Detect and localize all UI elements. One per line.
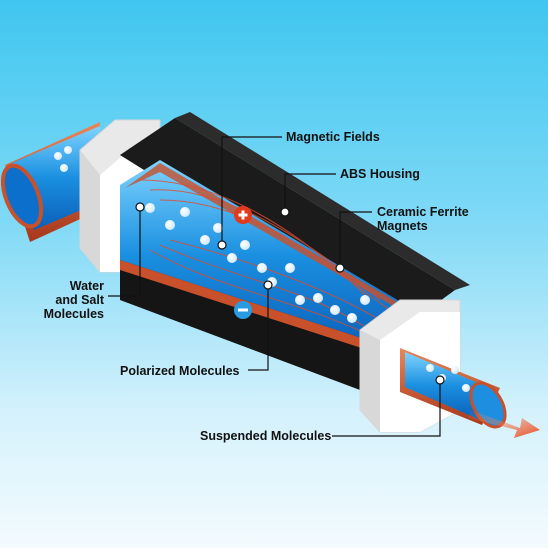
positive-pole-icon (234, 206, 252, 224)
negative-pole-icon (234, 301, 252, 319)
molecule-icon (165, 220, 175, 230)
label-polarized-molecules: Polarized Molecules (120, 364, 240, 378)
molecule-icon (213, 223, 223, 233)
label-water-and-salt-molecules: Water and Salt Molecules (43, 279, 104, 321)
leader-dots (135, 202, 445, 385)
molecule-icon (462, 384, 470, 392)
molecule-icon (360, 295, 370, 305)
inlet-pipe (0, 122, 100, 242)
molecule-icon (64, 146, 72, 154)
molecule-icon (347, 313, 357, 323)
label-ceramic-ferrite-magnets: Ceramic Ferrite Magnets (377, 205, 469, 233)
flow-arrow-icon (468, 410, 540, 438)
molecule-icon (60, 164, 68, 172)
molecule-icon (145, 203, 155, 213)
leader-lines (108, 136, 441, 437)
molecule-icon (240, 240, 250, 250)
molecule-icon (227, 253, 237, 263)
molecule-icon (426, 364, 434, 372)
label-suspended-molecules: Suspended Molecules (200, 429, 332, 443)
molecule-icon (295, 295, 305, 305)
label-magnetic-fields: Magnetic Fields (286, 130, 380, 144)
molecule-icon (200, 235, 210, 245)
molecule-icon (330, 305, 340, 315)
molecule-icon (54, 152, 62, 160)
molecule-icon (180, 207, 190, 217)
molecules (54, 146, 385, 333)
molecule-icon (285, 263, 295, 273)
label-abs-housing: ABS Housing (340, 167, 420, 181)
molecule-icon (313, 293, 323, 303)
molecule-icon (451, 366, 459, 374)
molecule-icon (257, 263, 267, 273)
